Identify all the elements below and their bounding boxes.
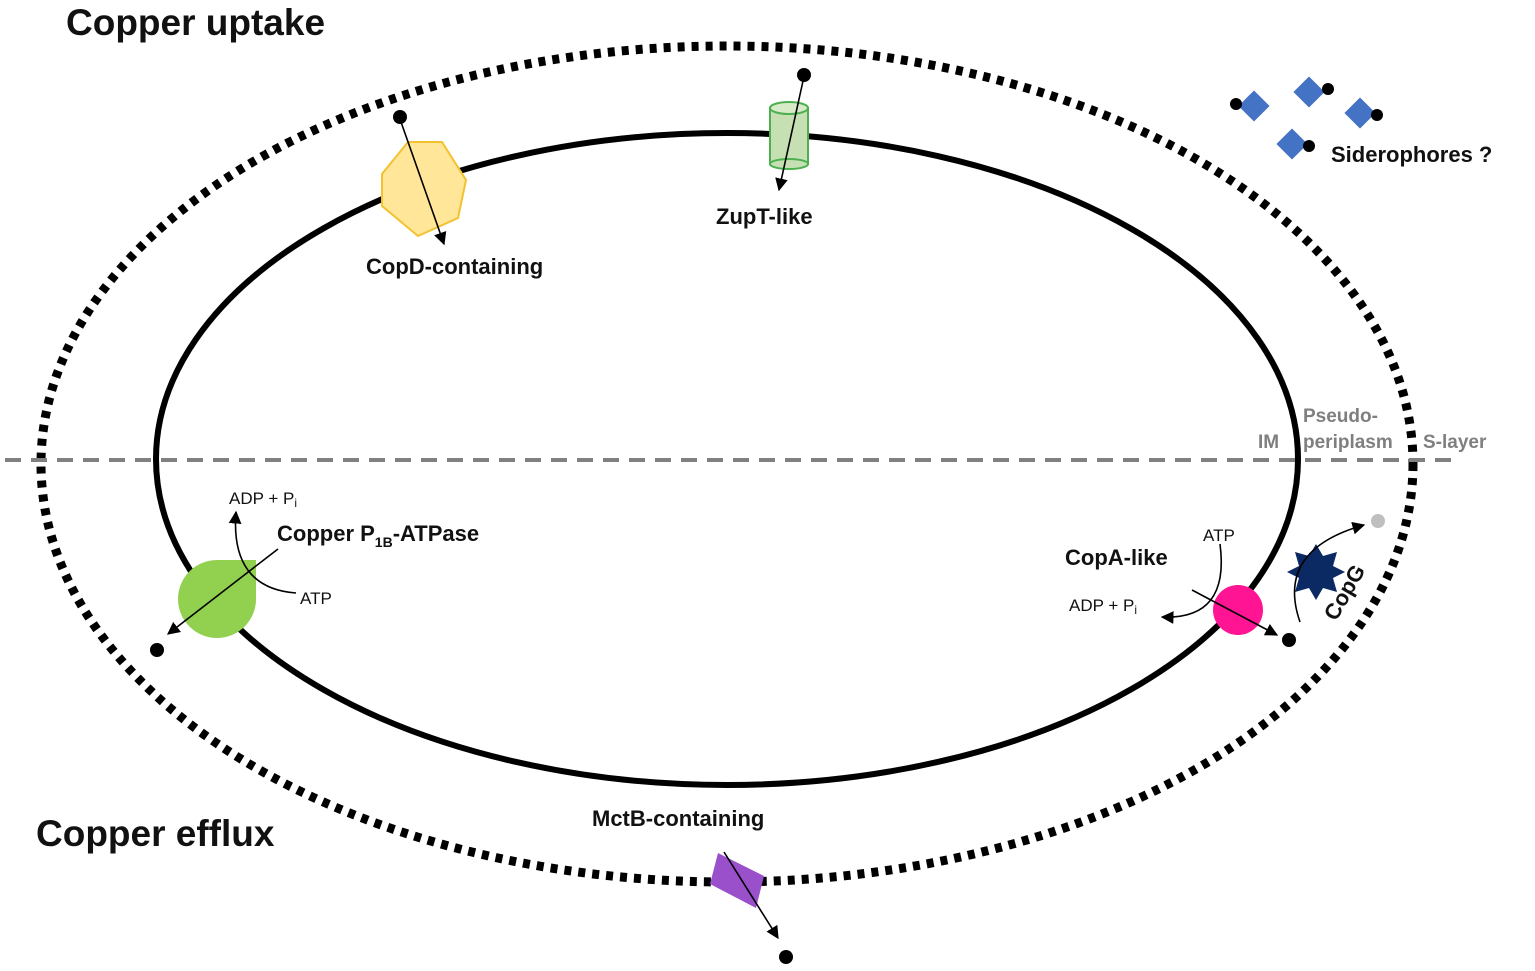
siderophore-icon [1230, 90, 1270, 122]
p1b-atpase-label: Copper P1B-ATPase [277, 521, 479, 550]
copd-arrow [400, 121, 447, 246]
copa-circle [1213, 585, 1263, 635]
copd-label: CopD-containing [366, 254, 543, 279]
copper-efflux-heading: Copper efflux [36, 813, 275, 854]
siderophore-icon [1293, 76, 1334, 108]
copg-star [1287, 544, 1345, 600]
siderophores-label: Siderophores ? [1331, 142, 1492, 167]
copper-ion-p1b [150, 643, 164, 657]
p1b-atp-label: ATP [300, 589, 332, 608]
p1b-atp-arrow [228, 510, 297, 594]
copa-label: CopA-like [1065, 545, 1168, 570]
copa-adp-label: ADP + Pi [1069, 596, 1137, 617]
pseudo-periplasm-label-1: Pseudo- [1303, 406, 1378, 427]
zupt-label: ZupT-like [716, 204, 813, 229]
p1b-atpase-shape [178, 560, 257, 638]
mctb-arrow [723, 851, 779, 940]
copper-ion-zupt [797, 68, 811, 82]
siderophore-icon [1276, 128, 1315, 160]
copg-arrow [1293, 521, 1366, 623]
p1b-arrow [166, 548, 279, 635]
mctb-shape [710, 853, 764, 908]
zupt-arrow [775, 80, 804, 192]
s-layer-label: S-layer [1423, 432, 1487, 453]
mctb-label: MctB-containing [592, 806, 764, 831]
zupt-cylinder [769, 101, 809, 170]
copa-atp-arrow [1160, 543, 1222, 624]
copa-atp-label: ATP [1203, 526, 1235, 545]
inner-membrane-ellipse [153, 130, 1301, 788]
im-label: IM [1258, 432, 1279, 453]
siderophore-icon [1344, 97, 1383, 129]
copper-ion-copa [1282, 633, 1296, 647]
copper-ion-oxidized [1371, 514, 1385, 528]
s-layer-ellipse [36, 41, 1418, 887]
p1b-adp-label: ADP + Pi [229, 489, 297, 510]
copper-ion-copd [393, 110, 407, 124]
copper-ion-mctb [779, 950, 793, 964]
copper-uptake-heading: Copper uptake [66, 2, 325, 43]
copa-arrow [1191, 589, 1279, 636]
pseudo-periplasm-label-2: periplasm [1303, 432, 1393, 453]
